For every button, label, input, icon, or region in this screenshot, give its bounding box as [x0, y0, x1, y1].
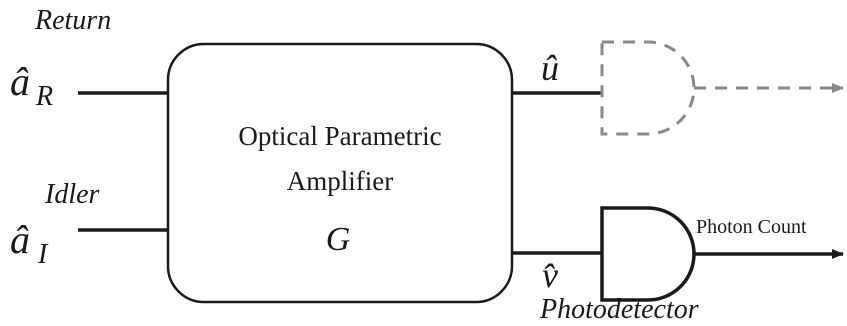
input-return-symbol: â R — [10, 59, 53, 112]
output-u-label: û — [541, 48, 559, 88]
return-label: Return — [34, 5, 111, 36]
input-idler-a: â — [10, 217, 30, 262]
opa-gain: G — [326, 221, 351, 258]
output-v-label: v̂ — [542, 255, 558, 295]
opa-title-line1: Optical Parametric — [238, 121, 441, 151]
input-idler-subscript: I — [37, 239, 49, 270]
photodetector-label: Photodetector — [539, 294, 699, 325]
idler-label: Idler — [44, 179, 100, 210]
input-return-a: â — [10, 59, 30, 104]
input-return-subscript: R — [35, 81, 53, 112]
opa-title-line2: Amplifier — [287, 166, 393, 196]
dashed-detector-shape — [600, 40, 696, 136]
input-idler-symbol: â I — [10, 217, 49, 270]
photon-count-label: Photon Count — [696, 216, 807, 238]
photodetector-shape — [600, 206, 696, 302]
opa-box — [166, 42, 514, 304]
